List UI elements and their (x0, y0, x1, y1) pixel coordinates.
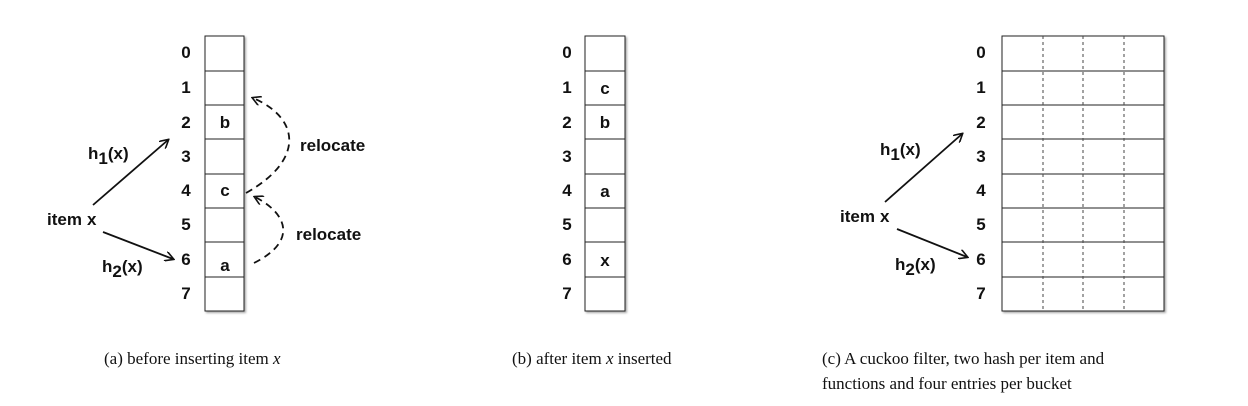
item-var: x (880, 207, 890, 226)
h2-subscript: 2 (905, 260, 914, 279)
bucket-index-3: 3 (181, 147, 190, 166)
cell-entry-a: a (600, 182, 610, 201)
bucket-index-5: 5 (976, 215, 985, 234)
relocate-label-bottom: relocate (296, 225, 361, 244)
caption-b-text: (b) after item (512, 349, 606, 368)
bucket-index-0: 0 (181, 43, 190, 62)
h1-arg: (x) (900, 140, 921, 159)
h1-label: h1(x) (880, 140, 921, 164)
h2-subscript: 2 (112, 262, 121, 281)
bucket-index-0: 0 (976, 43, 985, 62)
h1-subscript: 1 (98, 149, 107, 168)
cell-entry-b: b (600, 113, 610, 132)
cell-entry-b: b (220, 113, 230, 132)
caption-c-line2: functions and four entries per bucket (822, 374, 1072, 393)
caption-a-var: x (272, 349, 281, 368)
caption-a-text: (a) before inserting item (104, 349, 273, 368)
h1-name: h (88, 144, 98, 163)
bucket-index-7: 7 (562, 284, 571, 303)
bucket-index-1: 1 (562, 78, 571, 97)
item-word: item (47, 210, 82, 229)
bucket-index-1: 1 (976, 78, 985, 97)
cell-entry-c: c (600, 79, 609, 98)
h2-label: h2(x) (895, 255, 936, 279)
h1-subscript: 1 (890, 145, 899, 164)
bucket-index-2: 2 (562, 113, 571, 132)
caption-b-suffix: inserted (613, 349, 672, 368)
relocate-arrow-c-to-b (245, 98, 290, 194)
bucket-index-4: 4 (562, 181, 572, 200)
hash-table-b (584, 35, 626, 312)
bucket-index-3: 3 (976, 147, 985, 166)
bucket-index-7: 7 (181, 284, 190, 303)
hash-table-a (204, 35, 245, 312)
relocate-label-top: relocate (300, 136, 365, 155)
bucket-index-3: 3 (562, 147, 571, 166)
panel-b: 0 1 2 3 4 5 6 7 c b a x (b) after item x (512, 35, 672, 368)
panel-a-cells: b c a (220, 113, 230, 275)
h1-name: h (880, 140, 890, 159)
bucket-index-7: 7 (976, 284, 985, 303)
bucket-index-6: 6 (181, 250, 190, 269)
item-var: x (87, 210, 97, 229)
h2-label: h2(x) (102, 257, 143, 281)
h1-arrow (884, 134, 962, 203)
relocate-arrow-a-to-c (254, 197, 285, 264)
caption-a: (a) before inserting item x (104, 349, 281, 368)
bucket-index-6: 6 (976, 250, 985, 269)
panel-b-indices: 0 1 2 3 4 5 6 7 (562, 43, 572, 303)
caption-b-var: x (605, 349, 614, 368)
h2-arrow (896, 228, 967, 257)
bucket-index-5: 5 (181, 215, 190, 234)
cell-entry-c: c (220, 181, 229, 200)
h1-arg: (x) (108, 144, 129, 163)
bucket-index-2: 2 (181, 113, 190, 132)
h1-label: h1(x) (88, 144, 129, 168)
caption-b: (b) after item x inserted (512, 349, 672, 368)
h2-arrow (102, 231, 173, 259)
cell-entry-a: a (220, 256, 230, 275)
h2-name: h (895, 255, 905, 274)
item-word: item (840, 207, 875, 226)
h2-name: h (102, 257, 112, 276)
h2-arg: (x) (915, 255, 936, 274)
h1-arrow (92, 140, 168, 206)
panel-a-indices: 0 1 2 3 4 5 6 7 (181, 43, 191, 303)
caption-c-line1: (c) A cuckoo filter, two hash per item a… (822, 349, 1105, 368)
bucket-index-0: 0 (562, 43, 571, 62)
bucket-index-6: 6 (562, 250, 571, 269)
panel-b-cells: c b a x (600, 79, 610, 270)
bucket-index-4: 4 (976, 181, 986, 200)
bucket-index-2: 2 (976, 113, 985, 132)
bucket-index-1: 1 (181, 78, 190, 97)
h2-arg: (x) (122, 257, 143, 276)
bucket-index-5: 5 (562, 215, 571, 234)
cell-entry-x: x (600, 251, 610, 270)
cuckoo-filter-table (1001, 35, 1165, 312)
panel-c-indices: 0 1 2 3 4 5 6 7 (976, 43, 986, 303)
bucket-index-4: 4 (181, 181, 191, 200)
